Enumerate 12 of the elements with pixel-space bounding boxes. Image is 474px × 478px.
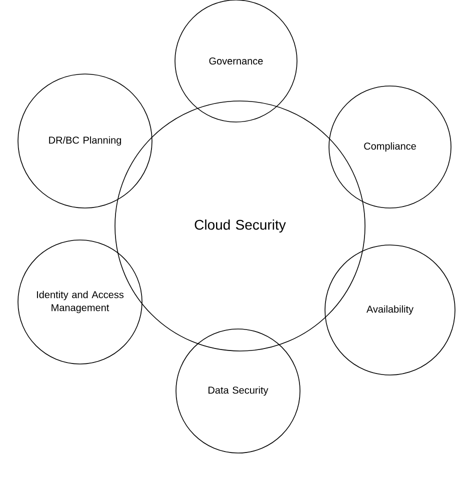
node-label: Identity and Access Management <box>37 290 124 314</box>
node-label: Governance <box>209 57 263 65</box>
node-label: Data Security <box>208 386 268 396</box>
circle <box>176 328 300 454</box>
circle <box>18 240 142 364</box>
circle <box>328 86 452 208</box>
node-label: Compliance <box>364 142 416 152</box>
node-label: DR/BC Planning <box>49 136 122 146</box>
circle <box>18 74 152 208</box>
node-label: Cloud Security <box>194 219 286 233</box>
node-label: Availability <box>366 305 414 315</box>
circle <box>324 244 456 376</box>
